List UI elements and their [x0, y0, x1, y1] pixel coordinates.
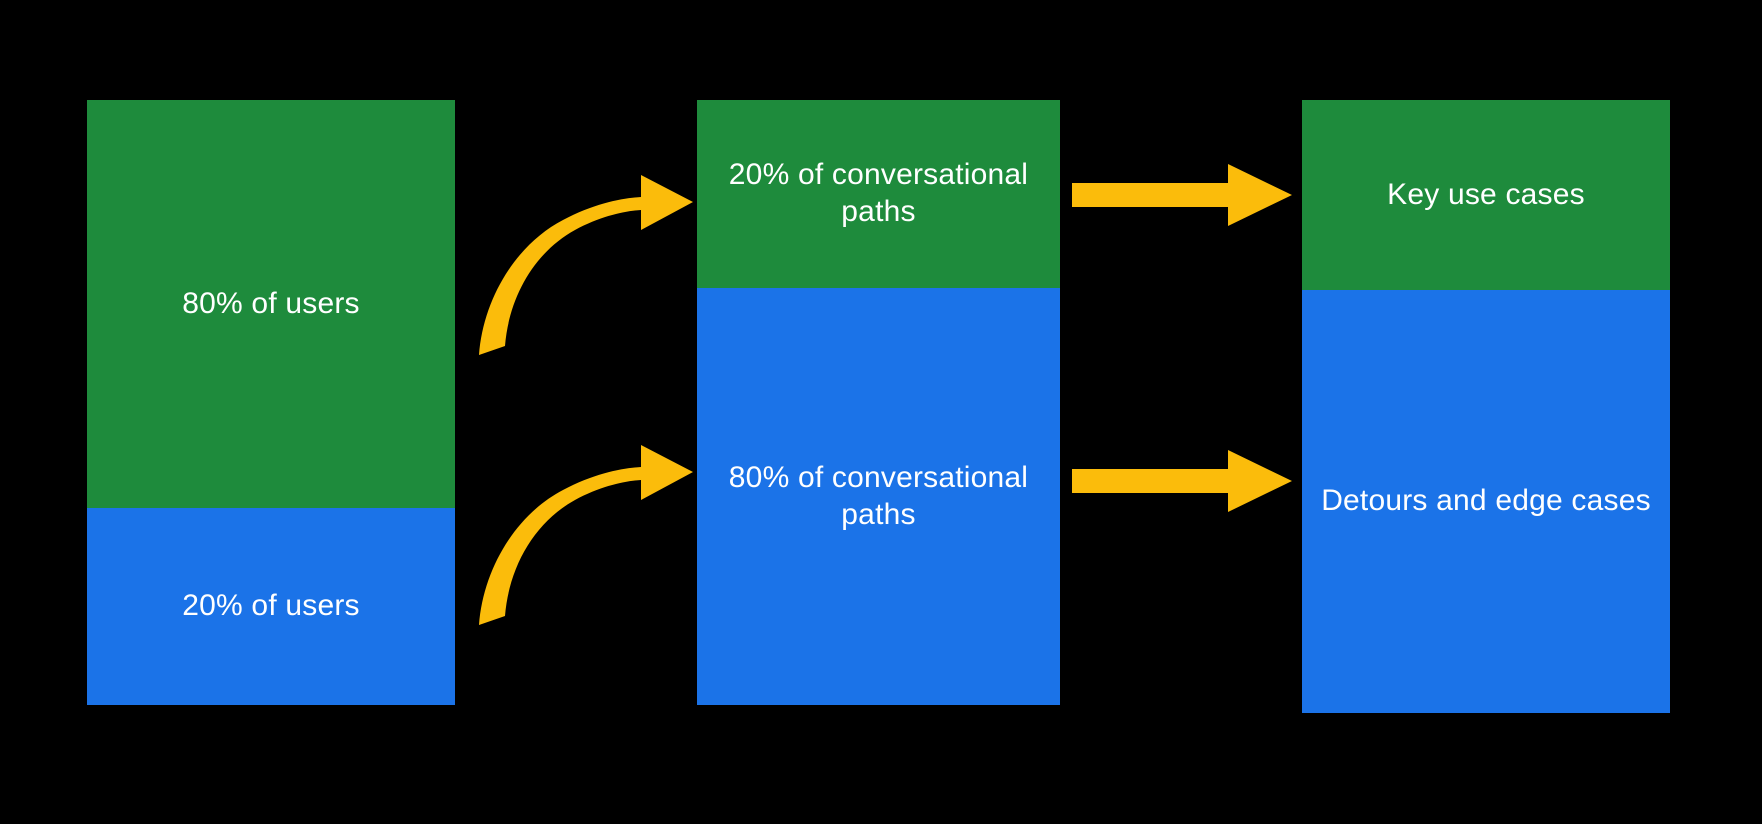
curved-arrow-icon-bottom: [479, 445, 693, 625]
use-cases-column: Key use cases Detours and edge cases: [1302, 100, 1670, 713]
straight-arrow-icon-top: [1072, 164, 1292, 226]
straight-arrow-icon-bottom: [1072, 450, 1292, 512]
segment-key-use-cases: Key use cases: [1302, 100, 1670, 290]
segment-80-percent-conversational-paths: 80% of conversational paths: [697, 288, 1060, 705]
segment-20-percent-users: 20% of users: [87, 508, 455, 705]
segment-80-percent-users: 80% of users: [87, 100, 455, 508]
conversational-paths-column: 20% of conversational paths 80% of conve…: [697, 100, 1060, 705]
curved-arrow-icon-top: [479, 175, 693, 355]
segment-detours-and-edge-cases: Detours and edge cases: [1302, 290, 1670, 713]
users-column: 80% of users 20% of users: [87, 100, 455, 705]
segment-20-percent-conversational-paths: 20% of conversational paths: [697, 100, 1060, 288]
